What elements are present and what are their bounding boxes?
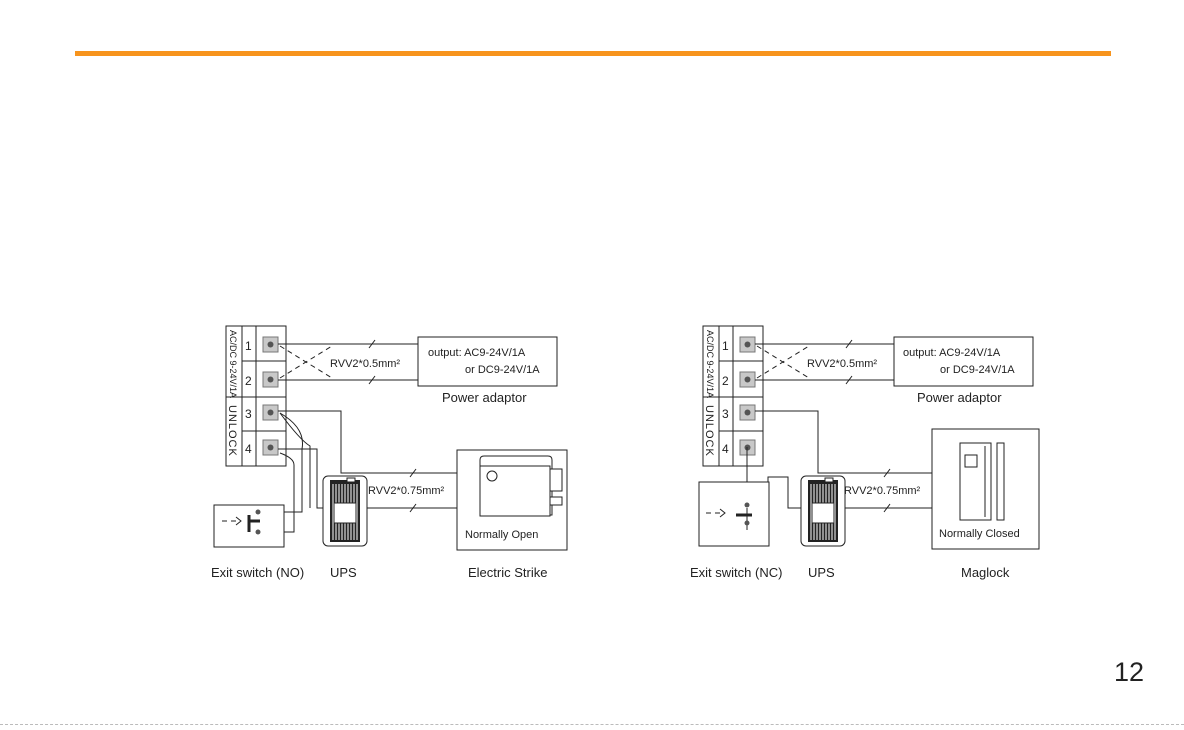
power-adaptor-caption: Power adaptor [917, 390, 1002, 405]
pin-2-label: 2 [722, 374, 729, 388]
power-input-label: AC/DC 9-24V/1A [705, 330, 715, 398]
left-wiring-diagram: AC/DC 9-24V/1A UNLOCK 1 2 3 4 RVV2*0.5mm… [211, 325, 568, 580]
ups-unit [800, 475, 846, 547]
ups-caption: UPS [808, 565, 835, 580]
right-wiring-diagram: AC/DC 9-24V/1A UNLOCK 1 2 3 4 RVV2*0.5mm… [690, 325, 1040, 580]
power-adaptor-box [417, 336, 558, 387]
terminal-block: AC/DC 9-24V/1A UNLOCK 1 2 3 4 [225, 325, 287, 467]
adaptor-output-ac: output: AC9-24V/1A [903, 347, 1001, 359]
lock-mode-label: Normally Open [465, 529, 538, 541]
pin-3-label: 3 [245, 407, 252, 421]
unlock-label: UNLOCK [703, 405, 715, 457]
adaptor-output-dc: or DC9-24V/1A [940, 364, 1015, 376]
exit-switch-nc [698, 481, 770, 547]
page-number: 12 [1114, 657, 1145, 687]
exit-switch-caption: Exit switch (NO) [211, 565, 304, 580]
lock-caption: Electric Strike [468, 565, 547, 580]
exit-switch-no [213, 504, 285, 548]
power-cable-spec: RVV2*0.5mm² [807, 358, 877, 370]
terminal-block: AC/DC 9-24V/1A UNLOCK 1 2 3 4 [702, 325, 764, 467]
pin-2-label: 2 [245, 374, 252, 388]
pin-4-label: 4 [722, 442, 729, 456]
bottom-dashed-rule [0, 724, 1184, 725]
lock-cable-spec: RVV2*0.75mm² [844, 485, 921, 497]
pin-1-label: 1 [722, 339, 729, 353]
pin-3-label: 3 [722, 407, 729, 421]
pin-4-label: 4 [245, 442, 252, 456]
orange-header-rule [75, 51, 1111, 56]
lock-cable-spec: RVV2*0.75mm² [368, 485, 445, 497]
ups-caption: UPS [330, 565, 357, 580]
power-adaptor-box [893, 336, 1034, 387]
maglock: Normally Closed [931, 428, 1040, 550]
adaptor-output-ac: output: AC9-24V/1A [428, 347, 526, 359]
power-cable-spec: RVV2*0.5mm² [330, 358, 400, 370]
power-adaptor-caption: Power adaptor [442, 390, 527, 405]
unlock-label: UNLOCK [226, 405, 238, 457]
lock-mode-label: Normally Closed [939, 528, 1020, 540]
electric-strike: Normally Open [456, 449, 568, 551]
ups-unit [322, 475, 368, 547]
power-input-label: AC/DC 9-24V/1A [228, 330, 238, 398]
lock-caption: Maglock [961, 565, 1010, 580]
exit-switch-caption: Exit switch (NC) [690, 565, 782, 580]
pin-1-label: 1 [245, 339, 252, 353]
adaptor-output-dc: or DC9-24V/1A [465, 364, 540, 376]
